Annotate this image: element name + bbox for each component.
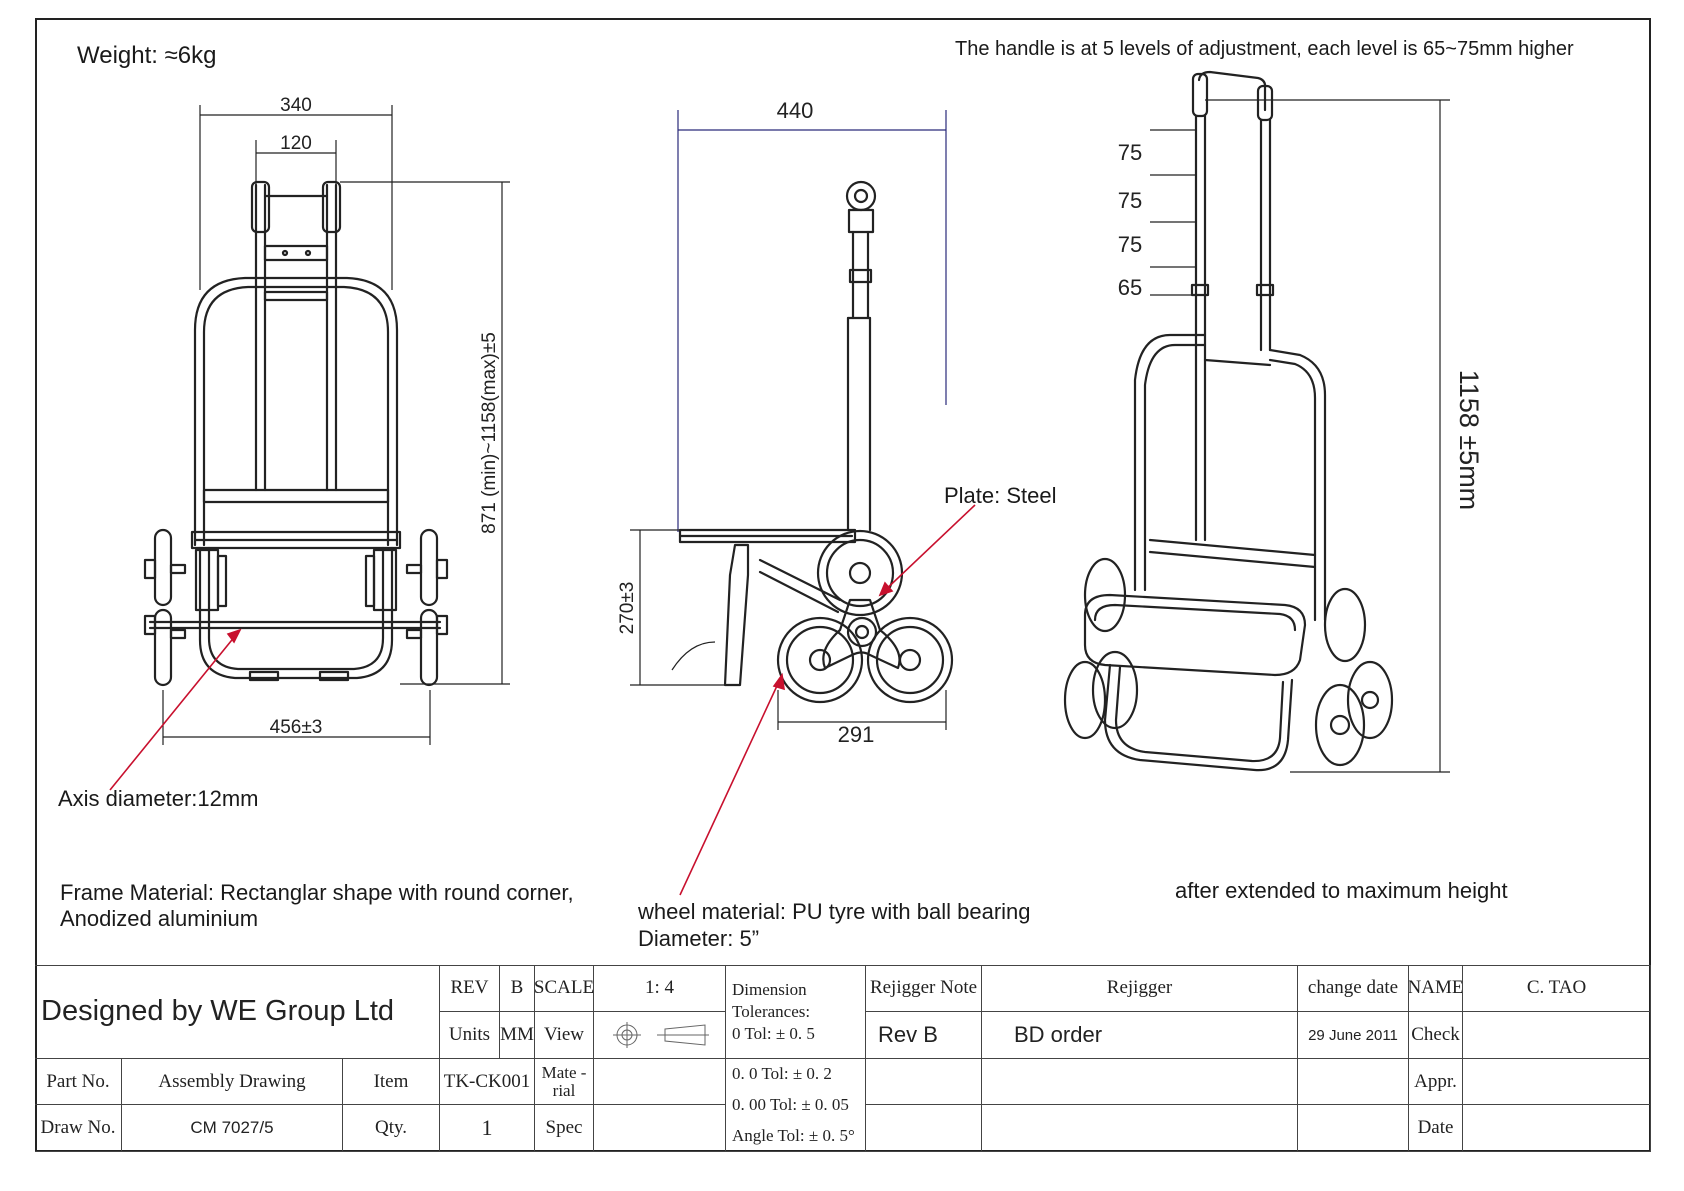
material-value [594, 1059, 726, 1105]
scale-label: SCALE [535, 965, 594, 1012]
dim-persp-level-4: 65 [1118, 275, 1142, 300]
item-value: TK-CK001 [440, 1059, 535, 1105]
change-date-value: 29 June 2011 [1298, 1012, 1409, 1059]
dim-front-width-top: 340 [280, 95, 312, 116]
rev-label: REV [440, 965, 500, 1012]
tolerance-angle: Angle Tol: ± 0. 5° [732, 1125, 855, 1145]
part-no-label: Part No. [35, 1059, 122, 1105]
rejigger-label: Rejigger [982, 965, 1298, 1012]
dim-side-depth: 440 [777, 98, 814, 123]
rejigger-note-row3 [866, 1059, 982, 1105]
tolerance-1: 0. 0 Tol: ± 0. 2 [732, 1064, 832, 1084]
spec-value [594, 1105, 726, 1152]
draw-no-label: Draw No. [35, 1105, 122, 1152]
rejigger-row4 [982, 1105, 1298, 1152]
tolerance-block-top: Dimension Tolerances: 0 Tol: ± 0. 5 [726, 965, 866, 1059]
part-no-value: Assembly Drawing [122, 1059, 343, 1105]
view-label: View [535, 1012, 594, 1059]
perspective-view [1063, 70, 1394, 772]
dim-persp-level-3: 75 [1118, 232, 1142, 257]
name-label: NAME [1409, 965, 1463, 1012]
units-value: MM [500, 1012, 535, 1059]
appr-label: Appr. [1409, 1059, 1463, 1105]
check-value [1463, 1012, 1651, 1059]
scale-value: 1: 4 [594, 965, 726, 1012]
frame-material-note-line1: Frame Material: Rectanglar shape with ro… [60, 880, 574, 905]
name-value: C. TAO [1463, 965, 1651, 1012]
date-value [1463, 1105, 1651, 1152]
plate-material-note: Plate: Steel [944, 483, 1057, 508]
axis-diameter-note: Axis diameter:12mm [58, 786, 259, 811]
rev-note-value: Rev B [866, 1012, 982, 1059]
units-label: Units [440, 1012, 500, 1059]
date-label: Date [1409, 1105, 1463, 1152]
dim-side-plate-height: 270±3 [617, 582, 638, 635]
dim-front-base-width: 456±3 [270, 717, 323, 738]
draw-no-value: CM 7027/5 [122, 1105, 343, 1152]
dim-persp-level-1: 75 [1118, 140, 1142, 165]
wheel-material-note-line1: wheel material: PU tyre with ball bearin… [638, 899, 1031, 924]
front-view [143, 180, 449, 687]
item-label: Item [343, 1059, 440, 1105]
dim-persp-total-height: 1158 ±5mm [1454, 370, 1484, 510]
tolerance-0: 0 Tol: ± 0. 5 [732, 1023, 815, 1043]
rejigger-note-label: Rejigger Note [866, 965, 982, 1012]
appr-value [1463, 1059, 1651, 1105]
rejigger-row3 [982, 1059, 1298, 1105]
change-date-label: change date [1298, 965, 1409, 1012]
projection-symbol [594, 1012, 726, 1059]
wheel-diameter-note: Diameter: 5” [638, 926, 760, 951]
dim-front-handle-width: 120 [280, 133, 312, 154]
extended-note: after extended to maximum height [1175, 878, 1508, 903]
projection-icon [612, 1022, 709, 1048]
change-date-row3 [1298, 1059, 1409, 1105]
rev-value: B [500, 965, 535, 1012]
frame-material-note-line2: Anodized aluminium [60, 906, 259, 931]
tolerance-block-bottom: 0. 0 Tol: ± 0. 2 0. 00 Tol: ± 0. 05 Angl… [726, 1059, 866, 1152]
spec-label: Spec [535, 1105, 594, 1152]
side-view [678, 180, 954, 704]
dim-side-wheel-span: 291 [838, 722, 875, 747]
change-date-row4 [1298, 1105, 1409, 1152]
handle-adjust-note: The handle is at 5 levels of adjustment,… [955, 38, 1574, 60]
dim-front-height: 871 (min)~1158(max)±5 [479, 332, 500, 534]
rejigger-value: BD order [982, 1012, 1298, 1059]
company-name: Designed by WE Group Ltd [35, 965, 440, 1059]
tolerance-2: 0. 00 Tol: ± 0. 05 [732, 1094, 849, 1114]
qty-value: 1 [440, 1105, 535, 1152]
dimension-tolerances-label: Dimension Tolerances: [732, 979, 811, 1021]
material-label: Mate -rial [535, 1059, 594, 1105]
qty-label: Qty. [343, 1105, 440, 1152]
dim-persp-level-2: 75 [1118, 188, 1142, 213]
weight-note: Weight: ≈6kg [77, 42, 217, 69]
title-block: Designed by WE Group Ltd REV B SCALE 1: … [35, 965, 1651, 1152]
check-label: Check [1409, 1012, 1463, 1059]
rejigger-note-row4 [866, 1105, 982, 1152]
